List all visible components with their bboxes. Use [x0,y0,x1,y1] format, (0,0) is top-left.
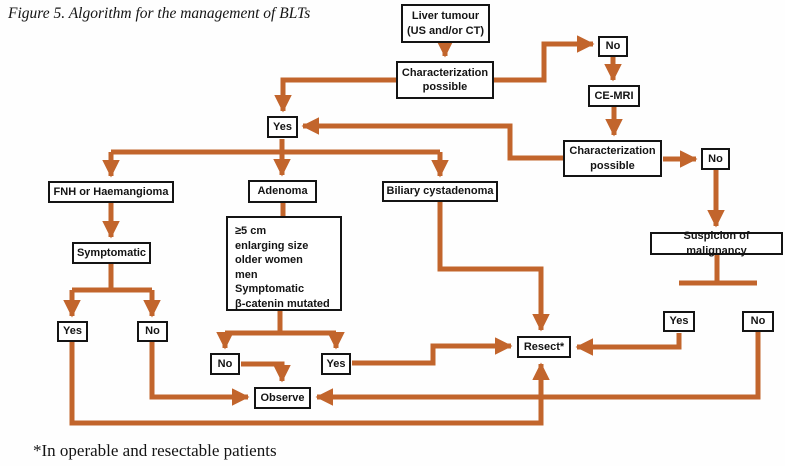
node-ce-mri: CE-MRI [588,85,640,107]
node-characterization-possible-2: Characterization possible [563,140,662,177]
node-symptomatic: Symptomatic [72,242,151,264]
node-adenoma-criteria: ≥5 cm enlarging size older women men Sym… [226,216,342,311]
node-no-characterization-2: No [701,148,730,170]
arrow-characterization-to-yes [274,77,396,113]
arrow-nosymptomatic-to-observe [149,342,250,406]
arrow-nosuspicion-to-observe [315,332,761,406]
node-observe: Observe [254,387,311,409]
node-yes-characterization: Yes [267,116,298,138]
node-yes-criteria: Yes [321,353,351,375]
node-suspicion-of-malignancy: Suspicion of malignancy [650,230,783,257]
node-biliary-cystadenoma: Biliary cystadenoma [382,181,498,202]
node-no-criteria: No [210,353,240,375]
figure-title: Figure 5. Algorithm for the management o… [8,5,311,22]
node-no-symptomatic: No [137,321,168,342]
arrow-nocriteria-to-observe [241,361,291,383]
node-yes-suspicion: Yes [663,311,695,332]
figure-footnote: *In operable and resectable patients [33,441,277,460]
arrow-biliary-to-resect [437,202,550,332]
arrow-yessymptomatic-to-resect [69,342,550,426]
node-adenoma: Adenoma [248,180,317,203]
arrow-yescriteria-to-resect [352,337,513,366]
arrow-characterization2-to-yes [301,117,563,161]
arrow-yessuspicion-to-resect [575,333,682,356]
node-no-characterization-1: No [598,36,628,57]
node-resect: Resect* [517,336,571,358]
node-fnh-or-haemangioma: FNH or Haemangioma [48,181,174,203]
arrow-characterization-to-no [494,35,595,83]
node-characterization-possible-1: Characterization possible [396,61,494,99]
node-yes-symptomatic: Yes [57,321,88,342]
node-no-suspicion: No [742,311,774,332]
node-liver-tumour: Liver tumour (US and/or CT) [401,4,490,43]
